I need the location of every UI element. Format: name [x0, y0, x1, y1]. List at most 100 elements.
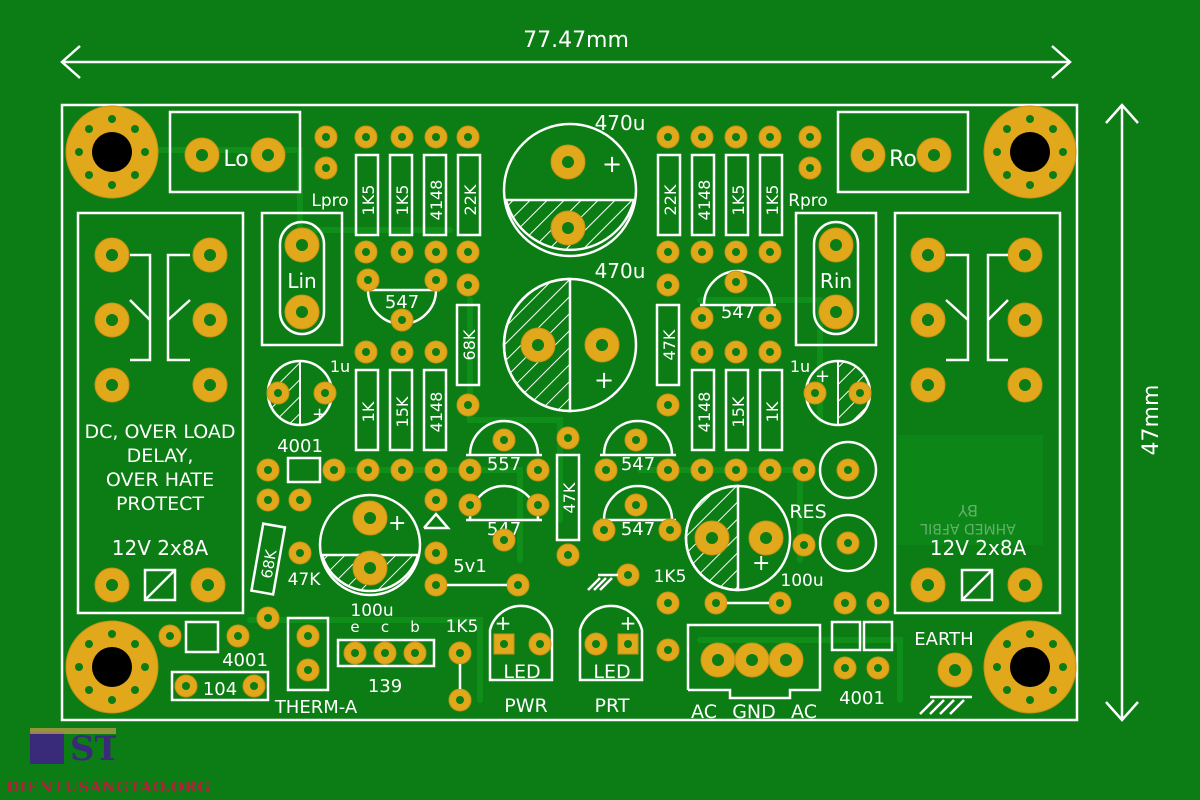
svg-text:PROTECT: PROTECT: [116, 493, 204, 515]
resistors-middle-left: 1K 15K 4148: [354, 340, 448, 452]
resistors-middle-right: 4148 15K 1K: [690, 340, 784, 452]
mount-hole-top-left: [65, 105, 159, 199]
height-dimension: 47mm: [1105, 103, 1164, 722]
svg-text:1K5: 1K5: [359, 185, 378, 216]
svg-text:1K5: 1K5: [729, 185, 748, 216]
transistor-547-lower-left: 547: [458, 484, 550, 552]
led-prt: + LED PRT: [578, 604, 644, 717]
svg-text:547: 547: [385, 292, 419, 313]
resistor-68k-bottom: 68K: [249, 488, 287, 630]
svg-text:547: 547: [721, 302, 755, 323]
svg-text:4001: 4001: [839, 688, 885, 709]
resistor-47k-bottom: 47K: [288, 541, 321, 590]
svg-text:+: +: [388, 511, 406, 536]
svg-text:e: e: [350, 618, 359, 636]
relay-left: DC, OVER LOAD DELAY, OVER HATE PROTECT 1…: [76, 211, 245, 615]
svg-text:12V 2x8A: 12V 2x8A: [112, 536, 209, 560]
connector-lpro: Lpro: [311, 125, 349, 211]
mount-hole-bottom-left: [65, 620, 159, 714]
svg-text:47K: 47K: [560, 482, 579, 513]
svg-text:4001: 4001: [277, 436, 323, 457]
logo-url: DIENTUSANGTAO.ORG: [6, 778, 211, 796]
capacitor-470u-top: + 470u: [502, 111, 646, 258]
svg-text:LED: LED: [503, 661, 540, 683]
capacitor-470u-middle: + 470u: [502, 259, 646, 413]
svg-text:PRT: PRT: [595, 695, 630, 717]
earth-terminal: EARTH: [914, 629, 974, 715]
svg-text:1K: 1K: [763, 401, 782, 422]
svg-text:AHMED AFBIL: AHMED AFBIL: [920, 520, 1016, 536]
svg-text:BY: BY: [958, 501, 978, 520]
svg-text:+: +: [752, 551, 770, 576]
svg-text:Lo: Lo: [223, 147, 248, 172]
svg-text:139: 139: [368, 676, 402, 697]
transistor-139: e c b 139: [336, 618, 436, 697]
svg-text:+: +: [815, 366, 830, 387]
svg-text:Lin: Lin: [287, 269, 316, 293]
svg-text:AC: AC: [791, 701, 817, 723]
svg-text:68K: 68K: [460, 329, 479, 360]
connector-rin: Rin: [794, 211, 878, 347]
width-dimension: 77.47mm: [60, 22, 1072, 79]
svg-text:15K: 15K: [729, 396, 748, 427]
svg-text:100u: 100u: [780, 571, 823, 591]
mount-hole-bottom-right: [983, 620, 1077, 714]
svg-text:557: 557: [487, 454, 521, 475]
diode-4001-left: 4001: [277, 436, 323, 512]
svg-text:104: 104: [203, 679, 237, 700]
svg-text:100u: 100u: [350, 601, 393, 621]
svg-text:68K: 68K: [258, 547, 281, 580]
svg-text:DELAY,: DELAY,: [127, 445, 194, 467]
connector-lo: Lo: [168, 110, 302, 194]
diode-4001-bottom-left: 4001: [158, 620, 268, 671]
svg-text:1K5: 1K5: [654, 567, 687, 587]
connector-ro: Ro: [836, 110, 970, 194]
svg-text:PWR: PWR: [504, 695, 547, 717]
svg-text:47K: 47K: [660, 329, 679, 360]
capacitor-1u-right: + 1u: [790, 357, 872, 427]
resistor-47k-top: 47K: [655, 273, 681, 417]
resistor-47k-center: 47K: [555, 453, 581, 567]
svg-text:470u: 470u: [595, 259, 646, 283]
svg-text:22K: 22K: [661, 184, 680, 215]
board-outline: [60, 103, 1079, 722]
svg-text:+: +: [594, 366, 614, 394]
led-pwr: + LED PWR: [488, 604, 554, 717]
svg-text:4148: 4148: [695, 180, 714, 221]
svg-text:DC, OVER LOAD: DC, OVER LOAD: [85, 421, 236, 443]
svg-text:AC: AC: [691, 701, 717, 723]
svg-text:1K5: 1K5: [763, 185, 782, 216]
mount-hole-top-right: [983, 105, 1077, 199]
svg-text:+: +: [602, 150, 622, 178]
svg-text:Rpro: Rpro: [788, 191, 828, 211]
height-label: 47mm: [1139, 385, 1164, 456]
site-logo: ST DIENTUSANGTAO.ORG: [0, 722, 210, 800]
svg-text:547: 547: [621, 519, 655, 540]
svg-text:LED: LED: [593, 661, 630, 683]
capacitor-104: 104: [170, 670, 270, 702]
svg-text:4148: 4148: [427, 180, 446, 221]
svg-text:547: 547: [621, 454, 655, 475]
connector-rpro: Rpro: [788, 125, 828, 211]
transistor-557: 557: [466, 419, 550, 482]
transistor-547-lower-right: 547: [592, 484, 682, 542]
svg-text:1u: 1u: [330, 357, 350, 376]
svg-text:EARTH: EARTH: [914, 629, 973, 650]
logo-mark-icon: ST: [30, 728, 116, 769]
svg-text:Rin: Rin: [820, 269, 852, 293]
resistors-top-left: 1K5 1K5 4148 22K: [354, 125, 482, 264]
svg-text:12V 2x8A: 12V 2x8A: [930, 536, 1027, 560]
svg-text:ST: ST: [70, 729, 116, 769]
svg-text:Lpro: Lpro: [311, 191, 348, 211]
svg-text:470u: 470u: [595, 111, 646, 135]
transistor-547-right: 547: [690, 269, 782, 330]
svg-text:THERM-A: THERM-A: [274, 697, 358, 718]
svg-text:5v1: 5v1: [453, 556, 487, 577]
svg-text:Ro: Ro: [889, 147, 917, 172]
svg-text:b: b: [410, 618, 420, 636]
svg-text:1K5: 1K5: [393, 185, 412, 216]
svg-text:+: +: [312, 404, 327, 425]
resistors-top-right: 22K 4148 1K5 1K5: [656, 125, 784, 264]
power-connector: AC GND AC: [686, 591, 822, 723]
